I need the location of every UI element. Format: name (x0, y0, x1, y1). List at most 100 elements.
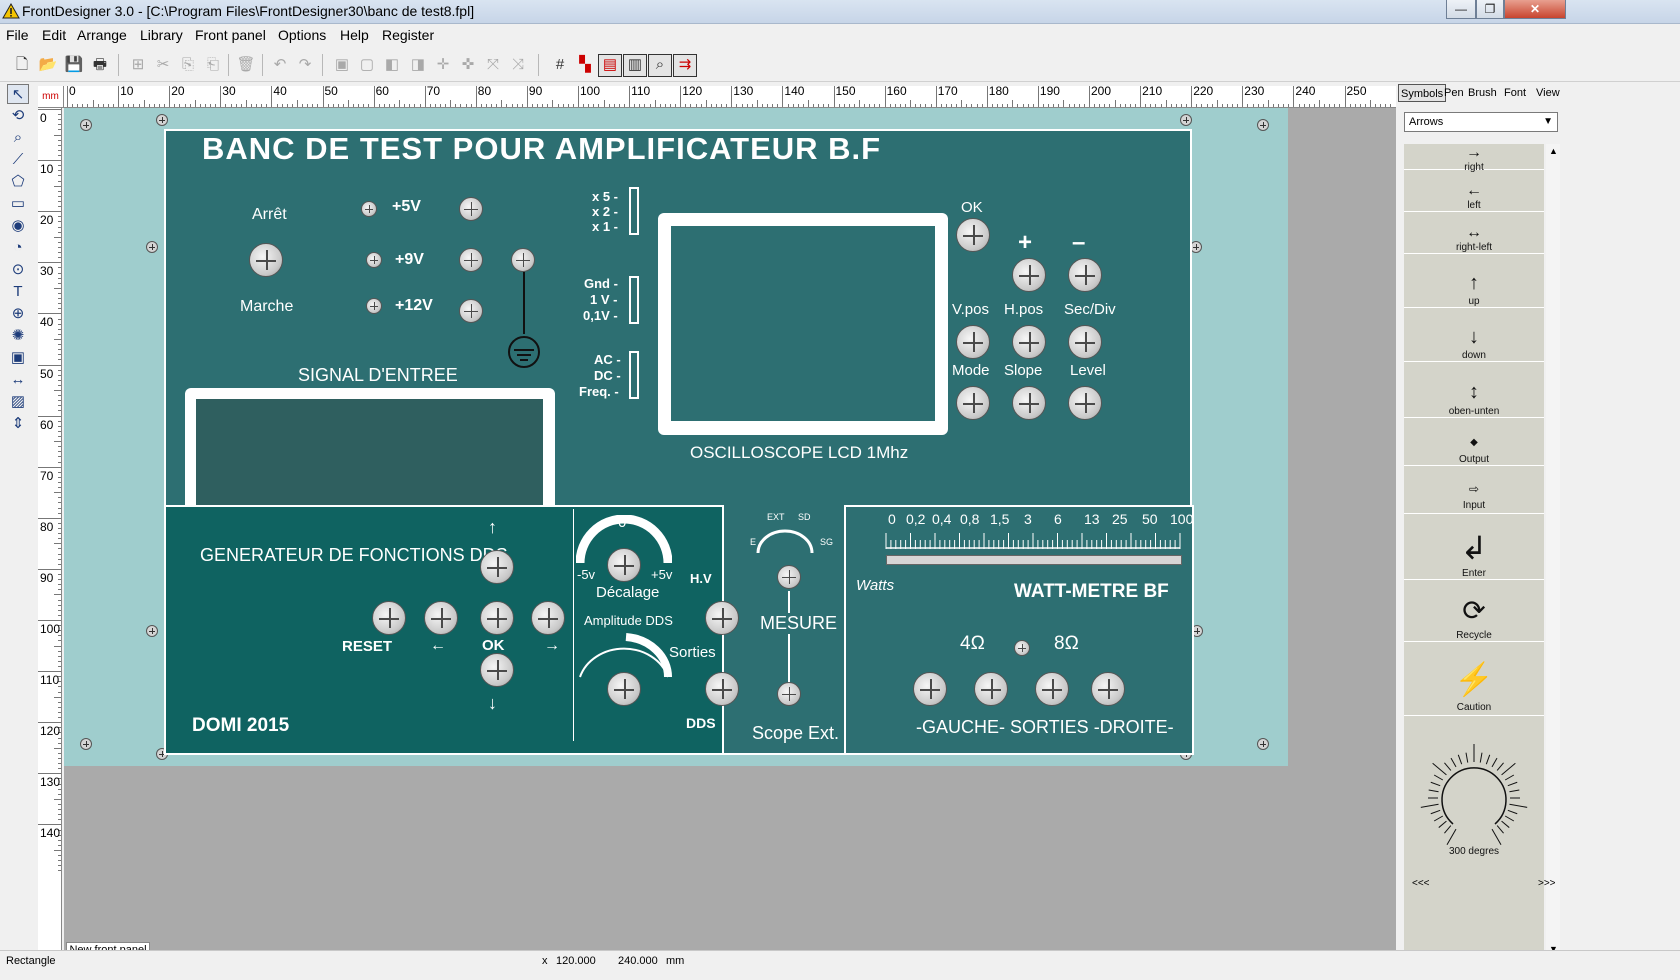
coupling-selector[interactable] (629, 351, 639, 399)
selection-handle[interactable] (156, 114, 168, 126)
power-switch[interactable] (249, 243, 283, 277)
save-icon[interactable]: 💾 (64, 56, 84, 73)
amplitude-knob[interactable] (607, 672, 641, 706)
hpos-button[interactable] (1012, 325, 1046, 359)
symbol-caution[interactable]: ⚡Caution (1404, 656, 1544, 716)
scope-ok-button[interactable] (956, 218, 990, 252)
minimize-button[interactable]: — (1446, 0, 1476, 19)
new-file-icon[interactable]: 🗋 (15, 56, 29, 73)
tab-symbols[interactable]: Symbols (1398, 84, 1447, 102)
undo-icon[interactable]: ↶ (273, 56, 287, 73)
restore-button[interactable]: ❐ (1476, 0, 1504, 19)
symbol-oben-unten[interactable]: ↕oben-unten (1404, 378, 1544, 418)
zoom-tool-icon[interactable]: ⌕ (13, 129, 23, 146)
menu-library[interactable]: Library (140, 27, 183, 43)
center-h-icon[interactable]: ✛ (436, 56, 450, 73)
gen-up-button[interactable] (480, 550, 514, 584)
circle-tool-icon[interactable]: ◉ (11, 217, 25, 234)
hole-tool-icon[interactable]: ⊙ (11, 261, 25, 278)
menu-options[interactable]: Options (278, 27, 327, 43)
copy-icon[interactable]: ⎘ (181, 56, 194, 73)
send-back-icon[interactable]: ◨ (410, 56, 426, 73)
scope-ext-jack[interactable] (777, 682, 801, 706)
menu-edit[interactable]: Edit (42, 27, 67, 43)
range-selector[interactable] (629, 276, 639, 324)
grid-icon[interactable]: # (555, 56, 565, 73)
jack-9v[interactable] (459, 248, 483, 272)
dds-jack[interactable] (705, 672, 739, 706)
measure-tool-icon[interactable]: ⇕ (11, 415, 25, 432)
prev-page-button[interactable]: <<< (1412, 878, 1430, 889)
gen-down-button[interactable] (480, 653, 514, 687)
display-tool-icon[interactable]: ▣ (10, 349, 26, 366)
selection-handle[interactable] (1257, 119, 1269, 131)
selection-handle[interactable] (1257, 738, 1269, 750)
symbol-up[interactable]: ↑up (1404, 270, 1544, 308)
load-selector[interactable] (1014, 640, 1030, 656)
gen-left-button[interactable] (424, 601, 458, 635)
preview-icon[interactable]: ⌕ (648, 54, 672, 77)
gen-right-button[interactable] (531, 601, 565, 635)
image-tool-icon[interactable]: ▨ (10, 393, 26, 410)
bring-front-icon[interactable]: ◧ (384, 56, 400, 73)
symbol-input[interactable]: ⇨Input (1404, 478, 1544, 514)
front-panel-board[interactable]: BANC DE TEST POUR AMPLIFICATEUR B.F Arrê… (64, 108, 1288, 766)
line-tool-icon[interactable]: ⟋ (12, 151, 24, 168)
symbol-left[interactable]: ←left (1404, 182, 1544, 212)
test-bench-panel[interactable]: BANC DE TEST POUR AMPLIFICATEUR B.F Arrê… (164, 129, 1194, 755)
print-icon[interactable]: 🖶 (92, 56, 108, 73)
pointer-tool-icon[interactable]: ↖ (7, 84, 29, 104)
symbol-output[interactable]: ◆Output (1404, 432, 1544, 466)
hv-jack[interactable] (705, 601, 739, 635)
tab-view[interactable]: View (1536, 87, 1560, 99)
symbol-scrollbar[interactable]: ▲ ▼ (1546, 144, 1560, 956)
selection-handle[interactable] (80, 738, 92, 750)
text-tool-icon[interactable]: T (13, 283, 23, 300)
export-icon[interactable]: ⇉ (673, 54, 697, 77)
jack-5v[interactable] (459, 197, 483, 221)
ungroup-icon[interactable]: ▢ (359, 56, 375, 73)
selection-handle[interactable] (1180, 114, 1192, 126)
symbol-enter[interactable]: ↲Enter (1404, 528, 1544, 580)
menu-arrange[interactable]: Arrange (77, 27, 127, 43)
output-left-neg-jack[interactable] (913, 672, 947, 706)
menu-register[interactable]: Register (382, 27, 435, 43)
center-v-icon[interactable]: ✜ (461, 56, 475, 73)
jack-12v[interactable] (459, 299, 483, 323)
distribute-icon[interactable]: ⤧ (486, 56, 499, 73)
scope-minus-button[interactable] (1068, 258, 1102, 292)
menu-help[interactable]: Help (340, 27, 369, 43)
symbol-right-left[interactable]: ↔right-left (1404, 224, 1544, 254)
polygon-tool-icon[interactable]: ⬠ (11, 173, 25, 190)
redo-icon[interactable]: ↷ (298, 56, 312, 73)
tab-pen[interactable]: Pen (1444, 87, 1464, 99)
selection-handle[interactable] (146, 241, 158, 253)
tab-brush[interactable]: Brush (1468, 87, 1497, 99)
dimension-tool-icon[interactable]: ↔ (10, 371, 26, 388)
menu-front-panel[interactable]: Front panel (195, 27, 266, 43)
jack-ground[interactable] (511, 248, 535, 272)
scope-plus-button[interactable] (1012, 258, 1046, 292)
red-panel-icon[interactable]: ▤ (598, 54, 622, 77)
group-icon[interactable]: ▣ (334, 56, 350, 73)
drill-tool-icon[interactable]: ⊕ (11, 305, 25, 322)
close-button[interactable]: ✕ (1504, 0, 1566, 19)
menu-file[interactable]: File (6, 27, 29, 43)
output-right-neg-jack[interactable] (1035, 672, 1069, 706)
design-canvas[interactable]: BANC DE TEST POUR AMPLIFICATEUR B.F Arrê… (64, 108, 1396, 950)
scale-icon[interactable]: ⤨ (511, 56, 524, 73)
symbol-recycle[interactable]: ⟳Recycle (1404, 592, 1544, 642)
gain-selector[interactable] (629, 187, 639, 235)
symbol-category-select[interactable]: Arrows▼ (1404, 112, 1558, 132)
slope-button[interactable] (1012, 386, 1046, 420)
cut-icon[interactable]: ✂ (156, 56, 170, 73)
tab-font[interactable]: Font (1504, 87, 1527, 99)
gen-reset-button[interactable] (372, 601, 406, 635)
lasso-tool-icon[interactable]: ⟲ (11, 107, 25, 124)
scroll-up-icon[interactable]: ▲ (1549, 146, 1558, 156)
vpos-button[interactable] (956, 325, 990, 359)
selection-handle[interactable] (146, 625, 158, 637)
output-left-pos-jack[interactable] (974, 672, 1008, 706)
offset-knob[interactable] (607, 548, 641, 582)
measure-selector[interactable] (777, 565, 801, 589)
